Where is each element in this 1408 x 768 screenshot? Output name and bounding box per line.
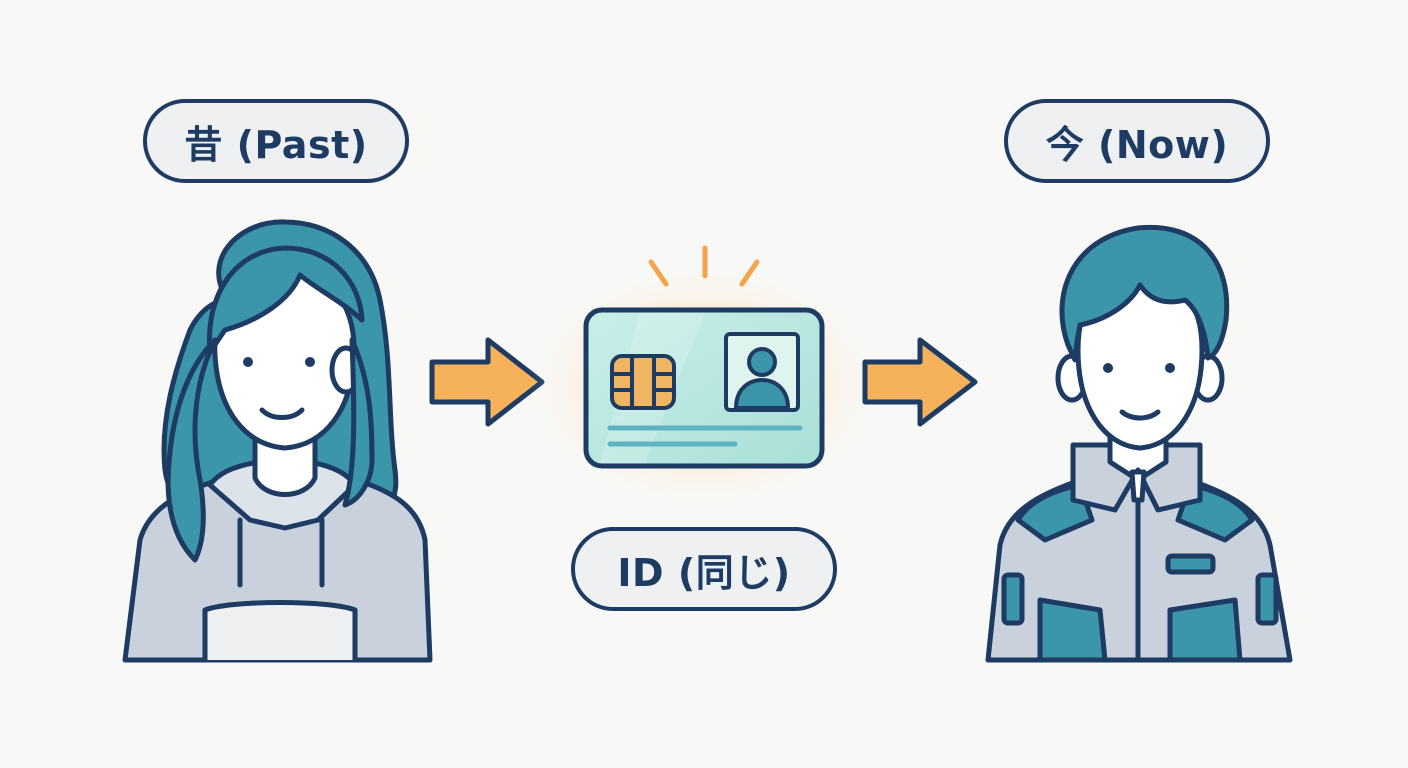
card-chip-icon (610, 354, 676, 410)
past-neck (252, 437, 318, 497)
now-hair (1059, 224, 1230, 363)
sparkle-icon (648, 245, 760, 287)
past-hair-strand-left (165, 337, 218, 563)
id-label-text: ID (同じ) (617, 550, 791, 595)
past-hoodie-pocket (202, 600, 358, 663)
id-card-icon (529, 245, 879, 506)
card-photo-icon (724, 332, 800, 412)
now-label: 今 (Now) (1004, 99, 1270, 183)
right-arrow-icon (429, 337, 545, 427)
now-label-text: 今 (Now) (1045, 122, 1229, 167)
past-hair-strand-right (342, 337, 375, 508)
now-jacket-lower-right (1167, 597, 1243, 663)
past-label-text: 昔 (Past) (184, 122, 368, 167)
now-jacket-lower-left (1037, 597, 1108, 663)
now-person-icon (985, 224, 1293, 663)
past-hair-front (206, 245, 365, 355)
right-arrow-icon (862, 337, 978, 427)
past-label: 昔 (Past) (143, 99, 409, 183)
id-label: ID (同じ) (571, 527, 837, 611)
past-person-icon (122, 219, 433, 663)
